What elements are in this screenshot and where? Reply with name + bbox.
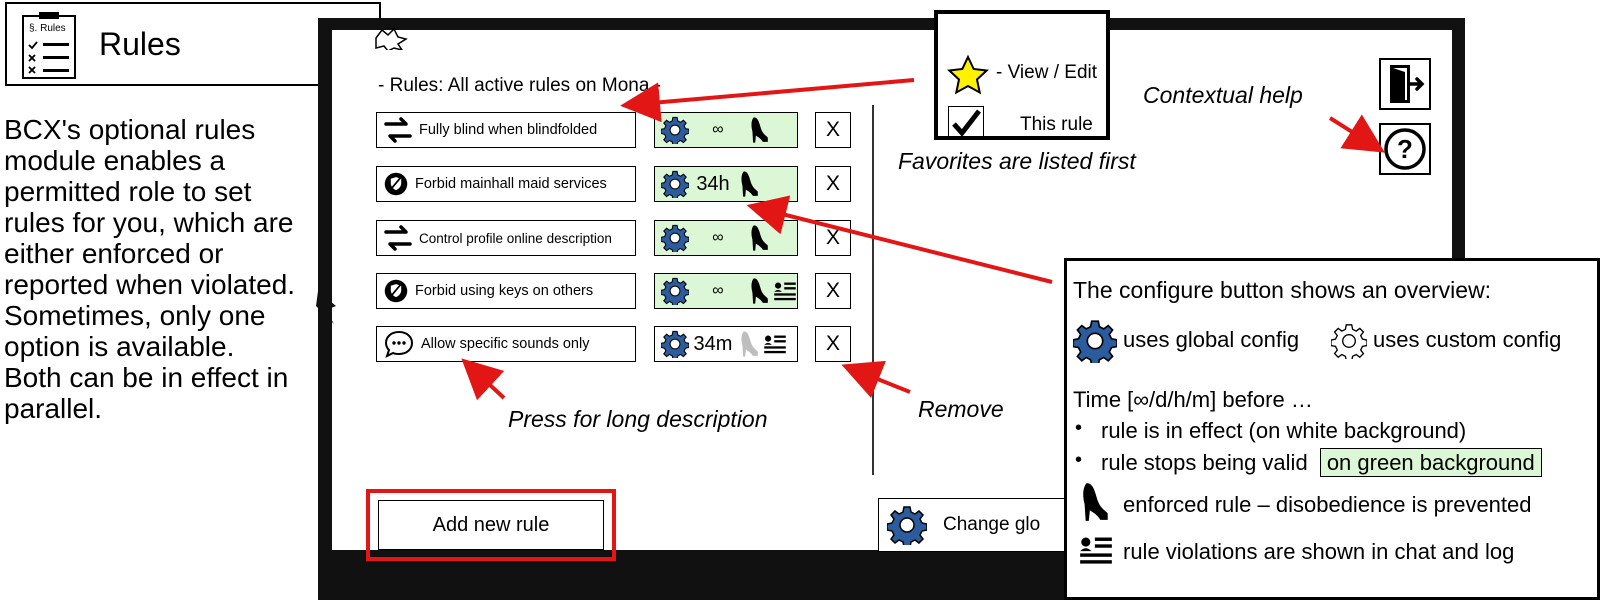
rule-name: Forbid using keys on others xyxy=(415,283,594,299)
configure-overview-box: The configure button shows an overview: … xyxy=(1064,258,1600,600)
global-config-gear-icon xyxy=(661,224,689,252)
bullet-dot: • xyxy=(1075,449,1083,471)
configure-button[interactable]: ∞ xyxy=(654,112,798,148)
splat-decoration xyxy=(375,27,408,50)
configure-button[interactable]: 34h xyxy=(654,166,798,202)
shield-icon xyxy=(383,278,409,304)
press-long-description-caption: Press for long description xyxy=(508,406,768,432)
enforced-heel-icon xyxy=(747,116,769,144)
rule-button-forbid-keys[interactable]: Forbid using keys on others xyxy=(376,273,636,309)
add-rule-highlight xyxy=(366,489,616,561)
enforced-heel-icon xyxy=(747,277,769,305)
global-config-label: uses global config xyxy=(1123,327,1300,352)
exit-button[interactable] xyxy=(1379,58,1431,110)
overview-heading: The configure button shows an overview: xyxy=(1073,277,1492,303)
bullet-stops-valid: rule stops being valid on green backgrou… xyxy=(1101,448,1542,477)
enforced-heel-icon xyxy=(1077,481,1109,523)
log-icon xyxy=(773,281,797,301)
rule-name: Fully blind when blindfolded xyxy=(419,122,598,138)
rules-icon-label: §. Rules xyxy=(29,23,66,34)
rule-button-control-profile[interactable]: Control profile online description xyxy=(376,220,636,256)
help-button[interactable]: ? xyxy=(1379,123,1431,175)
log-icon xyxy=(1079,535,1113,565)
rule-time: ∞ xyxy=(712,229,724,246)
intro-text: BCX's optional rules module enables a pe… xyxy=(4,114,296,424)
global-config-gear-icon xyxy=(661,170,689,198)
favorites-popup: - View / Edit This rule xyxy=(934,10,1110,140)
time-description: Time [∞/d/h/m] before … xyxy=(1073,387,1313,412)
global-config-gear-icon xyxy=(661,277,689,305)
log-icon xyxy=(763,334,787,354)
global-config-gear-icon xyxy=(1073,319,1117,363)
swap-arrows-icon xyxy=(383,223,413,253)
checkbox-icon xyxy=(948,106,984,140)
bullet-stops-valid-text: rule stops being valid xyxy=(1101,450,1308,475)
rule-name: Forbid mainhall maid services xyxy=(415,176,607,192)
custom-config-gear-icon xyxy=(1331,323,1367,359)
rules-screen-title: - Rules: All active rules on Mona - xyxy=(378,75,662,96)
favorites-view-edit-label: - View / Edit xyxy=(996,62,1098,83)
remove-rule-button[interactable]: X xyxy=(815,273,851,309)
rule-button-forbid-mainhall[interactable]: Forbid mainhall maid services xyxy=(376,166,636,202)
global-config-gear-icon xyxy=(661,116,689,144)
bullet-dot: • xyxy=(1075,417,1083,439)
contextual-help-caption: Contextual help xyxy=(1143,82,1303,108)
change-global-label: Change glo xyxy=(943,514,1041,535)
enforced-rule-description: enforced rule – disobedience is prevente… xyxy=(1123,492,1532,517)
speech-bubble-icon xyxy=(383,329,415,359)
remove-rule-button[interactable]: X xyxy=(815,166,851,202)
rule-time: 34m xyxy=(693,332,733,355)
rule-name: Control profile online description xyxy=(419,230,612,246)
header-title: Rules xyxy=(99,26,181,62)
enforced-heel-icon xyxy=(747,224,769,252)
question-mark-icon: ? xyxy=(1384,128,1426,170)
favorites-this-rule-label: This rule xyxy=(1020,114,1093,135)
checkmark-icon xyxy=(952,109,981,137)
not-enforced-heel-icon xyxy=(737,330,759,358)
configure-button[interactable]: ∞ xyxy=(654,273,798,309)
bullet-in-effect: rule is in effect (on white background) xyxy=(1101,418,1467,443)
global-config-gear-icon xyxy=(661,330,689,358)
rules-document-icon: §. Rules xyxy=(22,12,76,79)
green-background-sample: on green background xyxy=(1319,448,1542,477)
enforced-heel-icon xyxy=(737,170,759,198)
rule-name: Allow specific sounds only xyxy=(421,336,590,352)
favorites-caption: Favorites are listed first xyxy=(898,148,1136,174)
configure-button[interactable]: 34m xyxy=(654,326,798,362)
splat-decoration xyxy=(316,276,336,324)
rule-time: 34h xyxy=(696,172,730,195)
exit-door-icon xyxy=(1390,65,1425,103)
add-new-rule-button[interactable]: Add new rule xyxy=(378,500,604,550)
svg-text:?: ? xyxy=(1397,134,1413,164)
rule-button-fully-blind[interactable]: Fully blind when blindfolded xyxy=(376,112,636,148)
configure-button[interactable]: ∞ xyxy=(654,220,798,256)
logged-rule-description: rule violations are shown in chat and lo… xyxy=(1123,539,1515,564)
change-global-config-button[interactable]: Change glo xyxy=(878,498,1078,552)
remove-rule-button[interactable]: X xyxy=(815,220,851,256)
remove-caption: Remove xyxy=(918,396,1004,422)
global-config-gear-icon xyxy=(887,505,927,545)
custom-config-label: uses custom config xyxy=(1373,327,1562,352)
rule-time: ∞ xyxy=(712,121,724,138)
swap-arrows-icon xyxy=(383,115,413,145)
remove-rule-button[interactable]: X xyxy=(815,326,851,362)
column-divider xyxy=(872,105,874,475)
star-icon xyxy=(947,54,989,95)
shield-icon xyxy=(383,171,409,197)
rule-time: ∞ xyxy=(712,282,724,299)
remove-rule-button[interactable]: X xyxy=(815,112,851,148)
rule-button-allow-sounds[interactable]: Allow specific sounds only xyxy=(376,326,636,362)
